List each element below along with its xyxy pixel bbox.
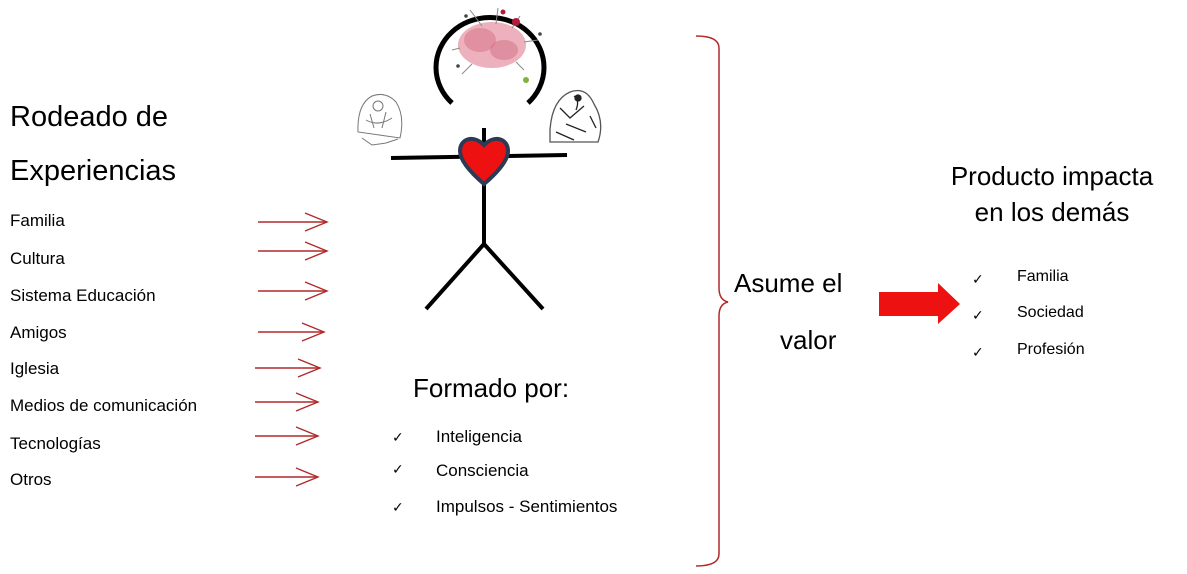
right-title-line1: Producto impacta [950,161,1154,191]
list-item: Amigos [10,323,67,342]
list-item: Cultura [10,249,65,268]
right-title-line2: en los demás [974,197,1130,227]
stick-figure [390,14,568,311]
impact-item: Familia [1017,268,1069,285]
brain-icon [451,7,542,83]
left-title-line1: Rodeado de [10,101,169,133]
impact-item: Profesión [1017,341,1085,358]
check-icon: ✓ [392,462,404,478]
assume-line1: Asume el [734,268,843,298]
check-icon: ✓ [392,430,404,446]
list-item: Sistema Educación [10,286,156,305]
arrow-icon [255,426,320,446]
right-leg [482,242,545,311]
experience-arrows [255,212,329,487]
left-title-line2: Experiencias [10,155,177,187]
check-icon: ✓ [972,345,984,361]
arrow-icon [255,392,320,412]
check-icon: ✓ [972,308,984,324]
arrow-icon [258,281,329,301]
formed-item: Impulsos - Sentimientos [436,497,618,516]
arrow-icon [258,241,329,261]
list-item: Medios de comunicación [10,396,198,415]
arrow-icon [255,467,320,487]
assume-line2: valor [780,325,837,355]
head-outline [433,14,547,105]
arrow-icon [255,358,322,378]
curly-brace [695,35,729,567]
arrow-icon [258,322,326,342]
thick-arrow-icon [879,283,960,324]
heart-icon [457,136,511,187]
formed-item: Consciencia [436,461,529,480]
check-icon: ✓ [392,500,404,516]
list-item: Familia [10,211,65,230]
check-icon: ✓ [972,272,984,288]
arrow-icon [258,212,329,232]
sketch-group-icon [549,89,602,143]
left-leg [424,242,486,311]
formed-item: Inteligencia [436,427,523,446]
formed-title: Formado por: [413,373,570,403]
list-item: Otros [10,470,52,489]
impact-item: Sociedad [1017,304,1084,321]
list-item: Tecnologías [10,434,101,453]
sketch-figure-icon [357,94,403,146]
check-marks: ✓ ✓ ✓ ✓ ✓ ✓ [392,272,984,516]
list-item: Iglesia [10,359,60,378]
